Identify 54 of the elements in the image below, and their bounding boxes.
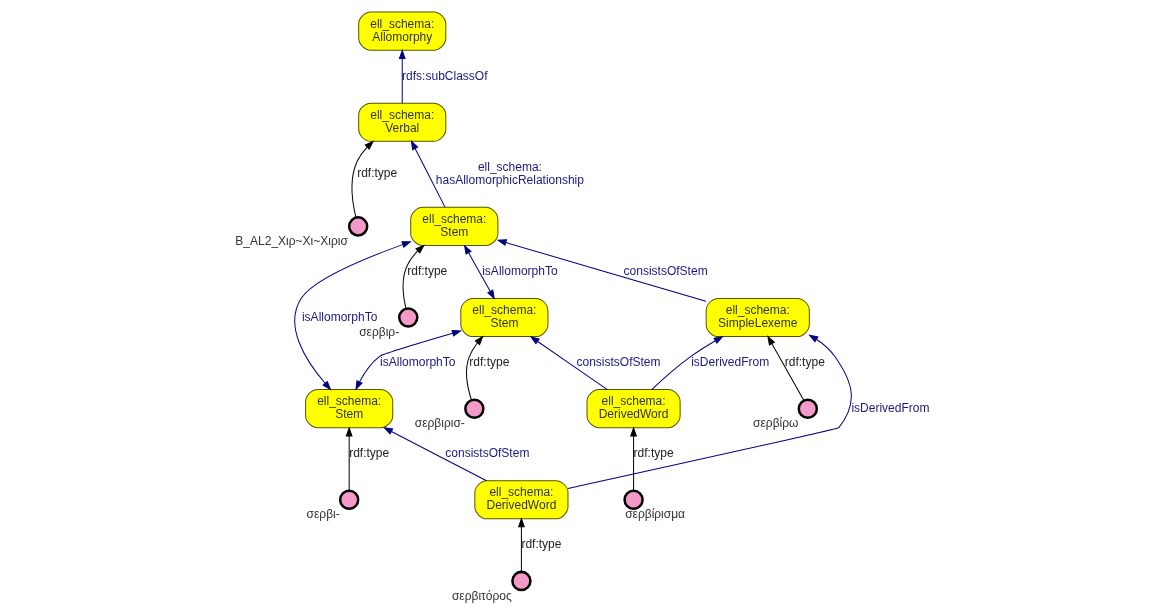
arrow [650,336,723,391]
arrow [629,427,637,492]
arrow [410,140,445,208]
arrow [465,336,483,401]
arrow [766,336,804,401]
node-box: ell_schema: Stem [459,298,548,338]
node-box: ell_schema: DerivedWord [586,389,681,429]
node-circle [510,570,532,592]
node-label: σερβίρω [752,416,798,431]
node-box: ell_schema: Stem [409,206,498,246]
node-label: σερβιρ- [358,325,399,340]
node-label: B_AL2_Χιρ~Χι~Χιρισ [234,234,348,249]
edge-label: rdf:type [520,537,561,552]
node-label: σερβιρισ- [414,416,465,431]
node-circle [463,398,485,419]
arrow [567,334,852,489]
edge-label: isAllomorphTo [481,264,558,279]
arrow [402,244,424,309]
edge-label: isDerivedFrom [850,400,929,415]
node-box: ell_schema: Stem [304,389,393,429]
edge-label: isAllomorphTo [379,355,455,370]
node-box: ell_schema: SimpleLexeme [705,298,810,338]
edge-label: rdf:type [406,264,447,279]
arrow [463,245,495,299]
arrow [293,241,411,390]
node-label: σερβίρισμα [624,507,685,522]
edge-label: isAllomorphTo [301,309,377,324]
edge-label: rdf:type [356,166,397,181]
edge-label: rdf:type [784,355,825,370]
arrow [383,427,487,482]
arrow [345,427,352,492]
node-box: ell_schema: DerivedWord [473,480,568,520]
edge-label: rdf:type [348,446,389,461]
node-label: σερβιτόρος [451,588,512,603]
node-circle [797,398,818,419]
arrow [351,141,373,218]
edge-label: ell_schema: hasAllomorphicRelationship [435,159,584,187]
edge-label: rdf:type [633,446,674,461]
arrow [398,49,406,104]
node-circle [347,216,368,237]
node-box: ell_schema: Verbal [357,102,446,142]
arrow [529,336,608,391]
node-label: σερβι- [306,507,340,522]
edge-label: rdf:type [468,355,509,370]
arrow [517,518,525,573]
edge-label: consistsOfStem [576,355,661,370]
node-box: ell_schema: Allomorphy [357,11,446,51]
arrow [497,239,706,302]
edge-label: isDerivedFrom [690,355,769,370]
node-circle [397,307,418,328]
node-circle [338,489,359,511]
edge-label: consistsOfStem [623,264,708,279]
arrow [355,330,461,390]
edge-label: consistsOfStem [444,446,529,461]
